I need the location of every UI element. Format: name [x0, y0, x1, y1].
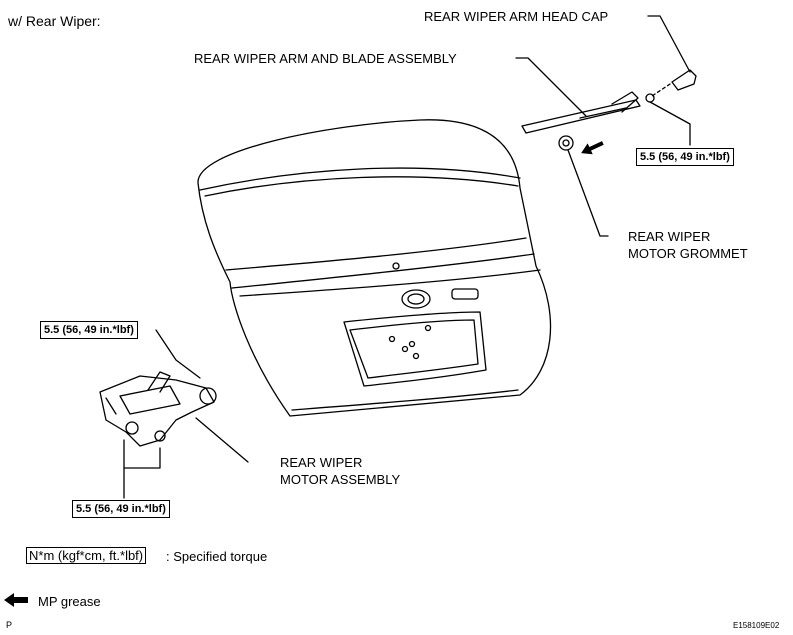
- grease-arrow-icon: [581, 141, 604, 155]
- spoiler-line: [199, 167, 521, 191]
- torque-motor-bottom: 5.5 (56, 49 in.*lbf): [72, 500, 170, 518]
- motor-body: [99, 375, 215, 447]
- label-grommet-line1: REAR WIPER: [628, 229, 711, 244]
- head-cap: [671, 69, 697, 91]
- license-recess: [343, 311, 487, 387]
- label-arm-blade: REAR WIPER ARM AND BLADE ASSEMBLY: [194, 51, 457, 66]
- torque-arm-nut: 5.5 (56, 49 in.*lbf): [636, 148, 734, 166]
- glass-edge: [225, 237, 527, 271]
- footer-left-mark: P: [6, 620, 13, 630]
- label-grommet-line2: MOTOR GROMMET: [628, 246, 748, 261]
- body-crease: [239, 269, 541, 297]
- legend-torque-desc: : Specified torque: [166, 549, 268, 564]
- legend-arrow-icon: [4, 593, 28, 607]
- label-motor-line2: MOTOR ASSEMBLY: [280, 472, 401, 487]
- legend-grease: MP grease: [38, 594, 101, 609]
- figure-id: E158109E02: [733, 621, 780, 630]
- wiper-blade: [521, 99, 641, 134]
- diagram-title: w/ Rear Wiper:: [8, 13, 101, 29]
- glass-edge-2: [231, 253, 535, 289]
- door-handle: [451, 288, 479, 300]
- wiper-arm-head: [611, 91, 639, 113]
- label-head-cap: REAR WIPER ARM HEAD CAP: [424, 9, 609, 24]
- emblem: [401, 289, 431, 309]
- label-motor-line1: REAR WIPER: [280, 455, 363, 470]
- spoiler-line-2: [204, 176, 519, 197]
- torque-motor-top: 5.5 (56, 49 in.*lbf): [40, 321, 138, 339]
- legend-torque-box: N*m (kgf*cm, ft.*lbf): [26, 547, 147, 564]
- back-door-outline: [197, 119, 552, 417]
- grommet: [558, 135, 574, 151]
